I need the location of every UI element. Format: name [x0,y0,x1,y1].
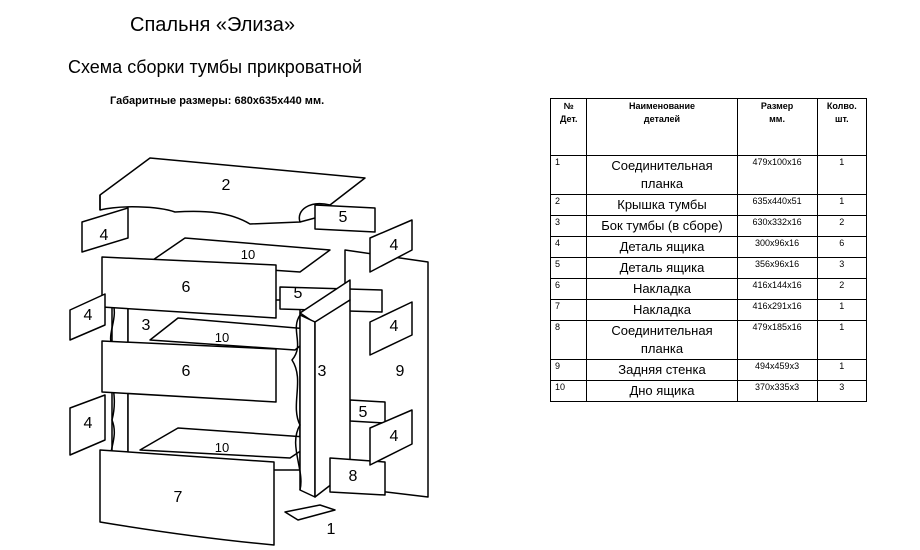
cell-qty: 6 [816,236,868,258]
cell-size: 630х332х16 [736,215,818,237]
cell-qty: 3 [816,380,868,402]
table-row: 3 Бок тумбы (в сборе) 630х332х16 2 [549,215,868,237]
label-plank-lower: 8 [349,468,358,485]
table-row: 4 Деталь ящика 300х96х16 6 [549,236,868,258]
cell-num: 4 [549,236,588,258]
table-row: 10 Дно ящика 370х335х3 3 [549,380,868,402]
cell-qty: 1 [816,320,868,360]
tabletop [99,157,366,225]
cell-qty: 1 [816,194,868,216]
cell-num: 8 [549,320,588,360]
cell-size: 370х335х3 [736,380,818,402]
cell-size: 635х440х51 [736,194,818,216]
label-drawer-front-1: 6 [182,279,191,296]
cell-qty: 2 [816,215,868,237]
cell-size: 356х96х16 [736,257,818,279]
label-drawer-bottom-2: 10 [215,330,229,345]
cell-num: 10 [549,380,588,402]
label-drawer-side-r2: 4 [390,318,399,335]
drawer-side-right-3 [369,409,413,466]
cell-size: 416х291х16 [736,299,818,321]
drawer-back-1 [314,204,376,233]
drawer-side-left-1 [81,207,129,253]
cell-name: Деталь ящика [586,257,738,279]
cell-qty: 1 [816,299,868,321]
label-plank-bottom: 1 [327,521,336,538]
drawer-side-left-2 [69,293,106,341]
cell-name: Крышка тумбы [586,194,738,216]
cell-num: 9 [549,359,588,381]
label-top: 2 [222,177,231,194]
table-row: 2 Крышка тумбы 635х440х51 1 [549,194,868,216]
cell-name: Бок тумбы (в сборе) [586,215,738,237]
overall-dimensions: Габаритные размеры: 680х635х440 мм. [110,95,325,107]
label-drawer-bottom-1: 10 [241,247,255,262]
drawer-side-left-3 [69,394,106,456]
plank-lower [329,457,386,496]
cell-num: 2 [549,194,588,216]
side-panel-right-edge [291,314,302,491]
label-side-left: 3 [142,317,151,334]
label-drawer-side-r3: 4 [390,428,399,445]
label-back-wall: 9 [396,363,405,380]
label-drawer-front-big: 7 [174,489,183,506]
drawer-back-3 [349,399,386,424]
page-title: Спальня «Элиза» [130,14,296,36]
cell-size: 479х185х16 [736,320,818,360]
cell-name: Накладка [586,278,738,300]
label-drawer-back-3: 5 [359,404,368,421]
label-drawer-side-l1: 4 [100,227,109,244]
plank-bottom [284,504,336,521]
cell-size: 416х144х16 [736,278,818,300]
table-row: 5 Деталь ящика 356х96х16 3 [549,257,868,279]
drawer-front-1 [101,256,277,319]
drawer-front-big [99,449,275,546]
assembly-diagram: 2 5 5 5 4 4 4 4 4 4 6 6 7 3 3 9 8 1 10 1… [69,157,429,546]
cell-qty: 3 [816,257,868,279]
cell-name: Задняя стенка [586,359,738,381]
table-row: 9 Задняя стенка 494х459х3 1 [549,359,868,381]
cell-name: Накладка [586,299,738,321]
cell-qty: 1 [816,155,868,195]
cell-num: 7 [549,299,588,321]
cell-size: 494х459х3 [736,359,818,381]
side-panel-right [299,314,316,498]
drawer-side-right-2 [369,301,413,356]
header-qty: Колво.шт. [816,98,868,156]
cell-name: Дно ящика [586,380,738,402]
label-drawer-back-1: 5 [339,209,348,226]
drawer-side-right-1 [369,219,413,273]
cell-size: 300х96х16 [736,236,818,258]
table-row: 7 Накладка 416х291х16 1 [549,299,868,321]
cell-num: 6 [549,278,588,300]
table-row: 6 Накладка 416х144х16 2 [549,278,868,300]
label-drawer-side-r1: 4 [390,237,399,254]
cell-name: Деталь ящика [586,236,738,258]
drawer-front-2 [101,340,277,403]
cell-qty: 2 [816,278,868,300]
cell-num: 5 [549,257,588,279]
cell-size: 479х100х16 [736,155,818,195]
label-drawer-front-2: 6 [182,363,191,380]
label-drawer-side-l2: 4 [84,307,93,324]
label-drawer-back-2: 5 [294,285,303,302]
cell-num: 1 [549,155,588,195]
cell-qty: 1 [816,359,868,381]
label-drawer-bottom-3: 10 [215,440,229,455]
label-side-right: 3 [318,363,327,380]
label-drawer-side-l3: 4 [84,415,93,432]
cell-num: 3 [549,215,588,237]
page-subtitle: Схема сборки тумбы прикроватной [68,57,363,77]
